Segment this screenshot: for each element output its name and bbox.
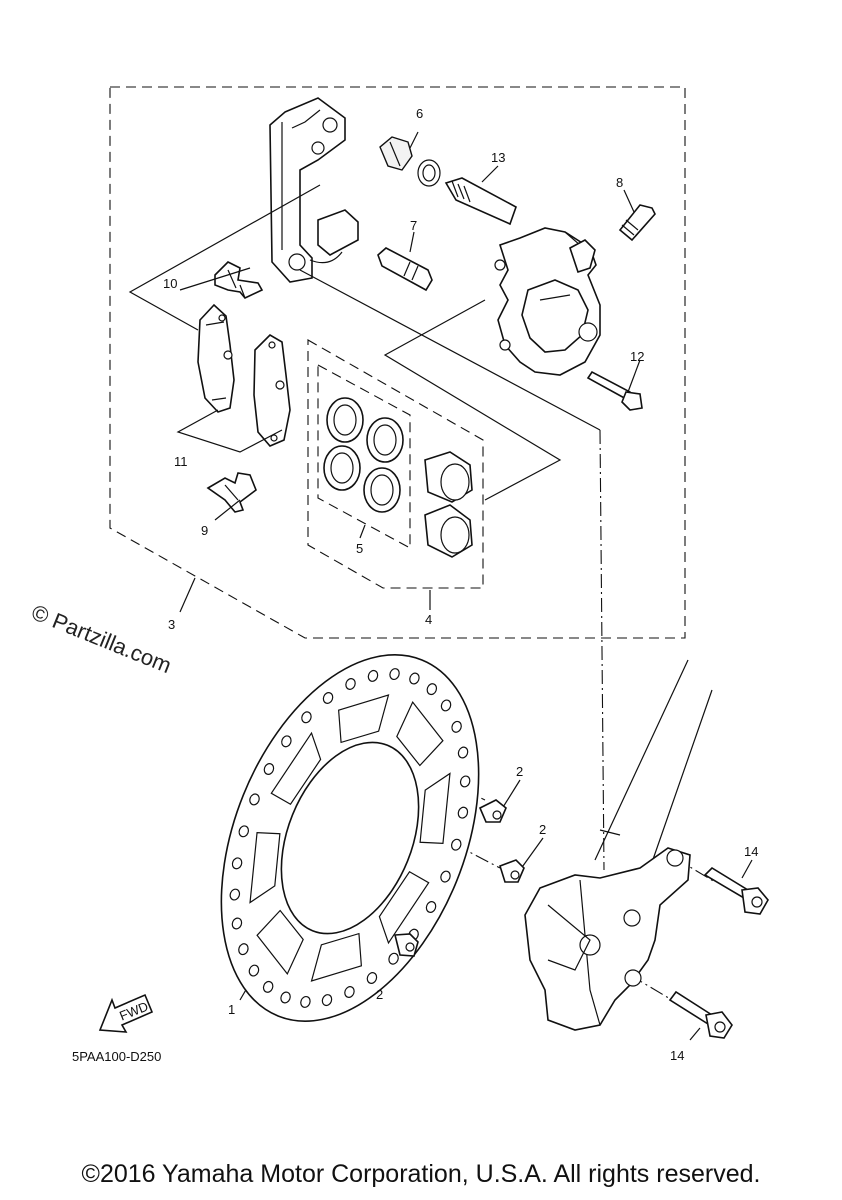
callout-9: 9 bbox=[201, 523, 208, 538]
disc-hole bbox=[344, 986, 355, 998]
seal-kit-boundary bbox=[317, 364, 411, 549]
callout-14b: 14 bbox=[670, 1048, 684, 1063]
callout-12: 12 bbox=[630, 349, 644, 364]
callout-10: 10 bbox=[163, 276, 177, 291]
pad-clip-upper bbox=[214, 261, 264, 299]
piston-kit-boundary bbox=[307, 339, 484, 589]
disc-hole bbox=[231, 857, 243, 870]
disc-window bbox=[378, 870, 430, 945]
disc-hole bbox=[229, 888, 241, 901]
disc-hole bbox=[450, 838, 462, 851]
disc-hole bbox=[300, 995, 311, 1008]
disc-hole bbox=[248, 964, 260, 977]
callout-4: 4 bbox=[425, 612, 432, 627]
callout-6: 6 bbox=[416, 106, 423, 121]
disc-bolts bbox=[393, 799, 525, 957]
disc-window bbox=[337, 694, 390, 744]
disc-hole bbox=[238, 943, 249, 956]
disc-hole bbox=[262, 980, 274, 993]
callout-2b: 2 bbox=[539, 822, 546, 837]
disc-hole bbox=[451, 720, 462, 733]
disc-hole bbox=[366, 972, 378, 984]
callout-3: 3 bbox=[168, 617, 175, 632]
disc-hole bbox=[459, 775, 471, 788]
pad-clip-lower bbox=[206, 472, 257, 513]
callout-2a: 2 bbox=[516, 764, 523, 779]
bolt-parts bbox=[377, 136, 656, 411]
disc-hole bbox=[301, 711, 312, 724]
callout-11: 11 bbox=[174, 454, 188, 469]
disc-window bbox=[419, 772, 451, 845]
disc-hole bbox=[440, 699, 452, 712]
disc-hole bbox=[345, 678, 356, 690]
diagram-code: 5PAA100-D250 bbox=[72, 1049, 161, 1064]
disc-hole bbox=[409, 672, 420, 685]
pistons bbox=[424, 451, 473, 558]
disc-hole bbox=[231, 917, 243, 930]
disc-hole bbox=[457, 746, 469, 759]
disc-hole bbox=[322, 692, 334, 704]
caliper-assembly-boundary bbox=[109, 86, 686, 639]
disc-hole bbox=[440, 870, 451, 883]
copyright-notice: ©2016 Yamaha Motor Corporation, U.S.A. A… bbox=[81, 1160, 761, 1188]
caliper-bracket bbox=[269, 97, 359, 283]
callout-1: 1 bbox=[228, 1002, 235, 1017]
disc-hole bbox=[457, 806, 469, 819]
disc-window bbox=[270, 731, 322, 806]
callout-13: 13 bbox=[491, 150, 505, 165]
disc-window bbox=[310, 932, 363, 982]
fwd-arrow-icon: FWD bbox=[98, 993, 154, 1033]
seal-kit bbox=[323, 397, 404, 513]
disc-window bbox=[249, 831, 281, 904]
brake-pads bbox=[197, 303, 291, 447]
disc-hole bbox=[263, 763, 275, 775]
front-fork bbox=[524, 659, 713, 1031]
disc-hole bbox=[249, 793, 260, 806]
callout-2c: 2 bbox=[376, 987, 383, 1002]
disc-hole bbox=[321, 994, 333, 1007]
callout-5: 5 bbox=[356, 541, 363, 556]
disc-hole bbox=[367, 669, 379, 682]
disc-window bbox=[396, 700, 444, 767]
watermark: © Partzilla.com bbox=[28, 599, 175, 678]
disc-hole bbox=[389, 668, 400, 681]
disc-hole bbox=[426, 683, 438, 696]
brake-disc bbox=[220, 654, 480, 1022]
callout-14a: 14 bbox=[744, 844, 758, 859]
disc-hole bbox=[238, 825, 250, 838]
disc-hole bbox=[281, 735, 292, 748]
caliper-body bbox=[494, 227, 601, 376]
disc-hole bbox=[280, 991, 291, 1004]
callout-7: 7 bbox=[410, 218, 417, 233]
leader-lines bbox=[128, 131, 753, 1041]
disc-hole bbox=[388, 952, 399, 965]
fork-bolts bbox=[668, 866, 769, 1039]
disc-window bbox=[256, 909, 304, 976]
disc-hole bbox=[425, 901, 437, 913]
callout-8: 8 bbox=[616, 175, 623, 190]
